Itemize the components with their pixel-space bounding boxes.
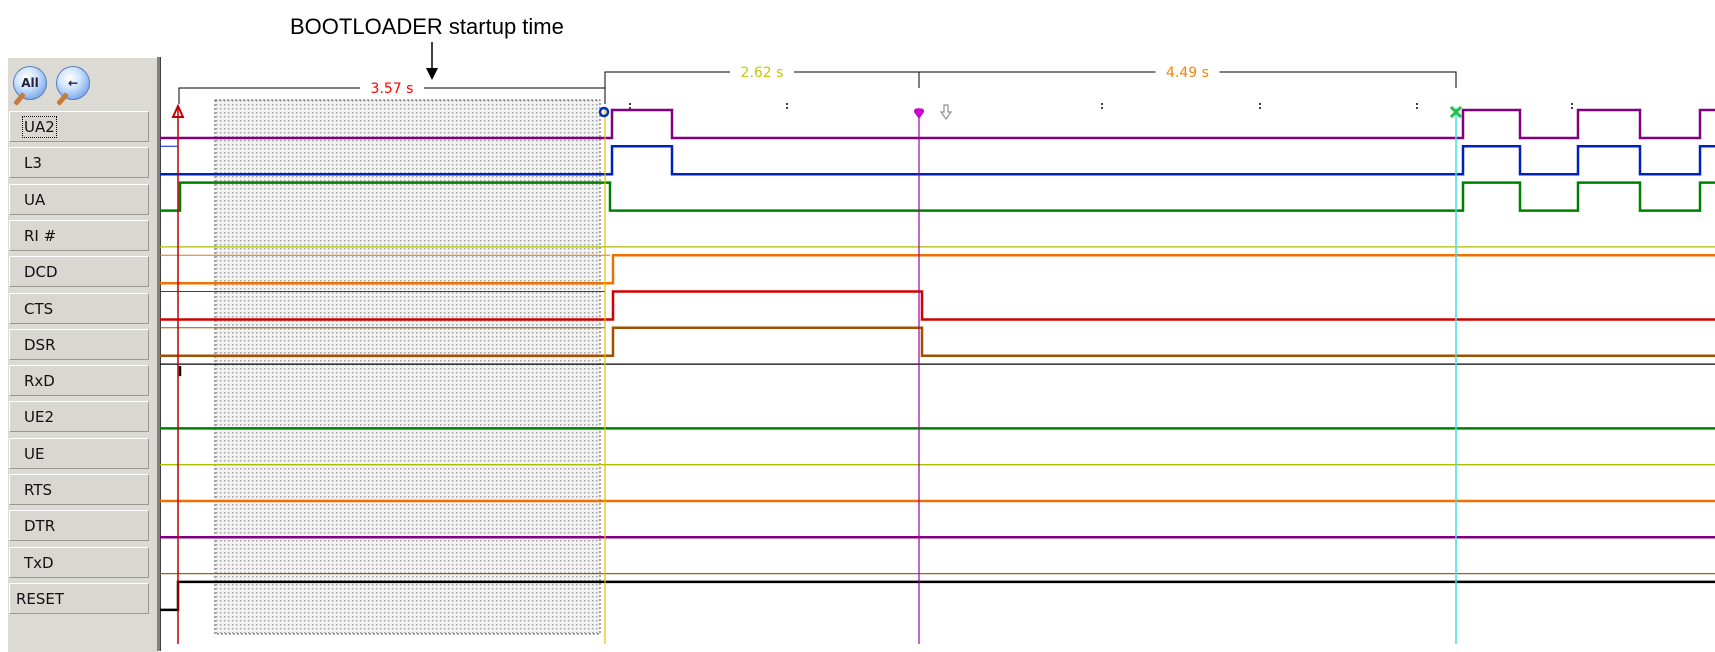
channel-label-text: CTS <box>24 299 54 318</box>
heart-marker-icon <box>914 108 924 119</box>
channel-label-dcd[interactable]: DCD <box>9 256 149 288</box>
channel-label-cts[interactable]: CTS <box>9 292 149 324</box>
annotation-label: BOOTLOADER startup time <box>290 14 564 40</box>
annotation-text: BOOTLOADER startup time <box>290 14 564 39</box>
channel-label-dtr[interactable]: DTR <box>9 510 149 542</box>
waveform-dcd <box>160 253 1715 285</box>
measurement-bracket-left <box>178 87 360 104</box>
panel-separator[interactable] <box>157 57 161 651</box>
measurement-bracket-right <box>794 71 920 88</box>
circle-marker-icon <box>598 106 610 118</box>
waveform-l3 <box>160 145 1715 176</box>
channel-label-dsr[interactable]: DSR <box>9 328 149 360</box>
channel-label-text: RTS <box>24 481 53 499</box>
bootloader-region <box>214 99 601 635</box>
channel-label-text: UE <box>24 444 45 463</box>
channel-label-ua[interactable]: UA <box>9 183 149 215</box>
measurement-label: 4.49 s <box>1166 65 1209 81</box>
measurement-label: 2.62 s <box>741 65 784 81</box>
zoom-all-label: All <box>21 76 39 90</box>
measurement-label: 3.57 s <box>371 81 414 97</box>
channel-label-text: DTR <box>24 517 56 536</box>
zoom-back-icon[interactable]: ← <box>56 66 90 106</box>
measurement-bracket-left <box>604 71 730 88</box>
waveform-ua2 <box>160 108 1715 140</box>
down-arrow-marker-icon <box>939 104 953 121</box>
channel-label-ri[interactable]: RI # <box>9 219 149 251</box>
channel-label-rts[interactable]: RTS <box>9 474 149 505</box>
channel-label-text: DSR <box>24 335 56 354</box>
channel-label-text: UA <box>24 190 46 209</box>
channel-label-rxd[interactable]: RxD <box>9 365 149 397</box>
channel-label-text: DCD <box>24 263 58 282</box>
cross-marker-icon <box>1449 105 1463 119</box>
channel-label-reset[interactable]: RESET <box>9 582 149 614</box>
channel-label-text: RI # <box>24 226 57 245</box>
waveform-ua <box>160 181 1715 212</box>
measurement-bracket-right <box>1219 71 1457 88</box>
channel-label-ue[interactable]: UE <box>9 437 149 469</box>
channel-label-ue2[interactable]: UE2 <box>9 401 149 433</box>
start-marker-icon <box>171 103 185 118</box>
channel-label-txd[interactable]: TxD <box>9 546 149 578</box>
zoom-all-icon[interactable]: All <box>13 66 47 106</box>
channel-label-l3[interactable]: L3 <box>9 147 149 179</box>
measurement-bracket-left <box>918 71 1156 88</box>
channel-label-text: UE2 <box>24 408 54 427</box>
zoom-back-arrow-glyph: ← <box>67 76 79 90</box>
channel-label-text: RESET <box>16 589 65 608</box>
channel-label-text: TxD <box>24 553 54 572</box>
channel-label-text: L3 <box>24 154 42 173</box>
annotation-arrow-head <box>426 68 438 80</box>
channel-label-text: UA2 <box>22 116 57 138</box>
channel-label-text: RxD <box>24 372 55 391</box>
channel-label-ua2[interactable]: UA2 <box>9 111 149 142</box>
